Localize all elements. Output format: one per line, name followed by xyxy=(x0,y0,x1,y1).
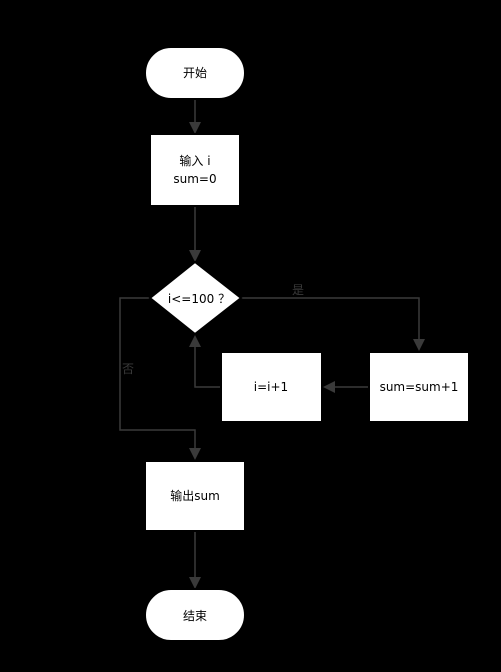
end-terminal xyxy=(144,588,246,642)
arrowhead xyxy=(189,335,201,347)
edge-condition-no xyxy=(119,297,196,448)
condition-label: i<=100 ？ xyxy=(168,292,230,306)
condition-decision xyxy=(148,260,243,336)
arrowhead xyxy=(413,339,425,351)
arrowhead xyxy=(189,250,201,262)
edge-label-no: 否 xyxy=(122,362,134,376)
arrowhead xyxy=(189,448,201,460)
end-label: 结束 xyxy=(183,609,207,623)
edge-condition-yes xyxy=(241,297,420,339)
arrowhead xyxy=(189,577,201,589)
arrowhead xyxy=(323,381,335,393)
edge-increment-to-condition xyxy=(194,347,221,388)
input-label-line2: sum=0 xyxy=(173,172,216,186)
start-terminal xyxy=(144,46,246,100)
arrowhead xyxy=(189,122,201,134)
accumulate-process xyxy=(368,351,470,423)
increment-process xyxy=(220,351,323,423)
edge-label-yes: 是 xyxy=(292,283,304,297)
output-process xyxy=(144,460,246,532)
output-label: 输出sum xyxy=(170,488,220,503)
edges xyxy=(119,99,425,589)
accumulate-label: sum=sum+1 xyxy=(380,380,459,394)
increment-label: i=i+1 xyxy=(254,380,288,394)
input-process xyxy=(149,133,241,207)
input-label-line1: 输入 i xyxy=(179,153,210,168)
start-label: 开始 xyxy=(183,66,207,80)
